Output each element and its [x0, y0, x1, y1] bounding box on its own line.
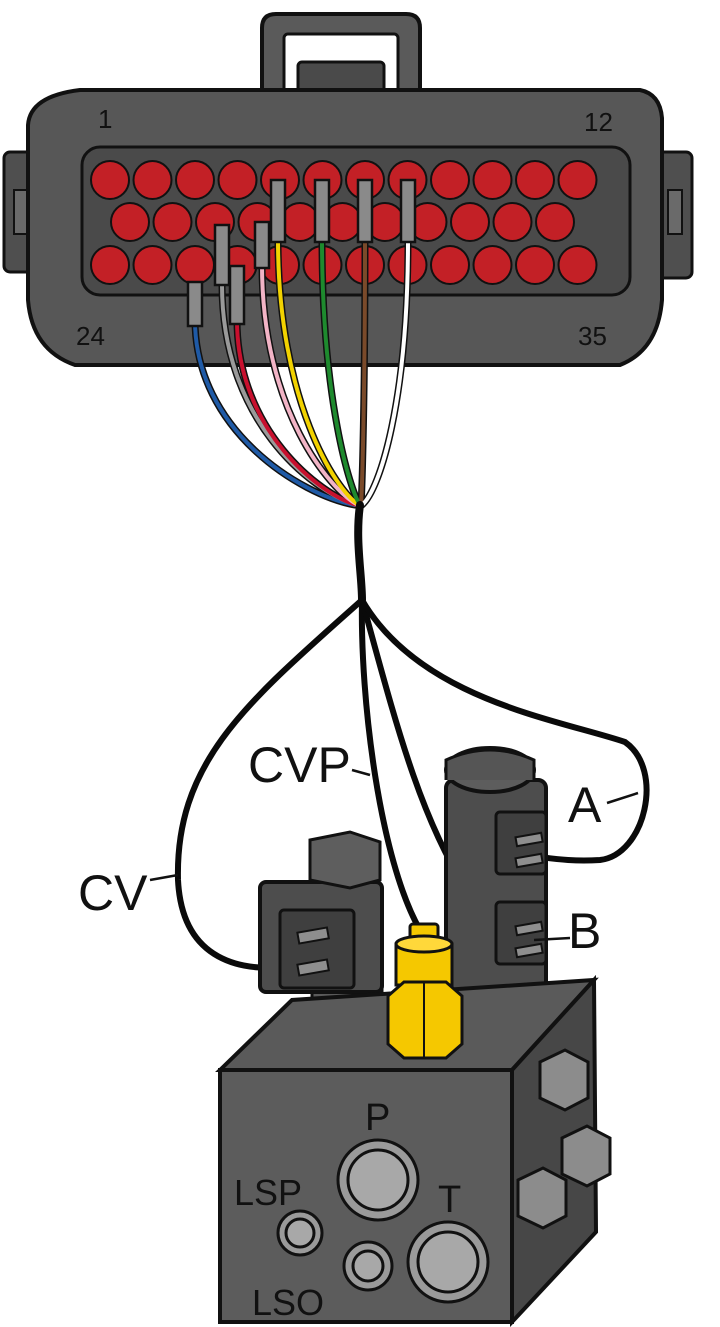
pin-2	[132, 160, 173, 200]
terminal-pink	[253, 220, 271, 270]
port-label-t: T	[438, 1179, 461, 1221]
terminal-white	[399, 178, 417, 244]
terminal-red	[228, 264, 246, 326]
pin-17	[280, 202, 320, 242]
wire-yellow	[276, 238, 361, 507]
port-t-inner	[416, 1230, 480, 1294]
pin-1	[90, 160, 130, 200]
pin-21	[450, 202, 490, 242]
solenoid-cv-top-nut	[308, 830, 382, 890]
coil-b-pin-2	[514, 942, 544, 959]
pin-26	[175, 245, 215, 285]
terminal-green	[313, 178, 331, 244]
pin-9	[430, 160, 470, 200]
pin-32	[430, 245, 470, 285]
label-a: A	[568, 777, 602, 833]
pin-label-35: 35	[578, 321, 607, 351]
coil-a-pin-1	[514, 831, 544, 848]
terminals	[186, 178, 417, 328]
harness-trunk	[354, 501, 366, 604]
wire-pink	[260, 263, 360, 507]
port-lso-inner	[351, 1249, 385, 1283]
wire-green	[320, 238, 362, 507]
pin-13	[110, 202, 150, 242]
pin-label-1: 1	[98, 104, 112, 134]
pin-34	[515, 245, 555, 285]
coil-cv-pin-2	[296, 958, 330, 977]
pin-label-12: 12	[584, 107, 613, 137]
wire-red	[235, 318, 359, 507]
port-label-lsp: LSP	[234, 1172, 302, 1213]
pin-3	[175, 160, 215, 200]
pin-23	[535, 202, 575, 242]
pin-22	[492, 202, 533, 242]
colored-wires	[191, 236, 412, 509]
terminal-gray	[213, 223, 231, 287]
label-leaders	[149, 768, 639, 942]
pressure-sensor	[386, 922, 464, 1060]
pin-4	[217, 160, 258, 200]
label-cvp: CVP	[248, 737, 351, 793]
coil-b-pin-1	[514, 920, 544, 937]
terminal-blue	[186, 280, 204, 328]
wire-brown	[359, 238, 367, 507]
left-latch-slot	[13, 189, 29, 235]
connector: 1 12 24 35	[2, 12, 694, 367]
terminal-brown	[356, 178, 374, 244]
pin-label-24: 24	[76, 321, 105, 351]
cable-cv	[174, 597, 365, 971]
port-label-p: P	[365, 1097, 390, 1139]
port-p-inner	[346, 1148, 410, 1212]
pin-grid	[90, 160, 598, 285]
pin-14	[152, 202, 193, 242]
port-label-lso: LSO	[252, 1282, 324, 1323]
pin-10	[472, 160, 513, 200]
coil-a-pin-2	[514, 852, 544, 869]
side-plugs	[516, 1048, 612, 1230]
coil-cv-socket	[278, 908, 356, 990]
terminal-yellow	[269, 178, 287, 244]
wire-white	[360, 238, 410, 507]
label-cv: CV	[78, 865, 148, 921]
side-plug-3	[516, 1166, 568, 1230]
cable-cvp	[358, 597, 423, 933]
pin-24	[90, 245, 130, 285]
pin-35	[557, 245, 598, 285]
cable-a	[359, 597, 650, 864]
right-latch-slot	[667, 189, 683, 235]
solenoid-ab	[444, 746, 548, 1022]
label-b: B	[568, 903, 601, 959]
pin-11	[515, 160, 555, 200]
side-plug-2	[560, 1124, 612, 1188]
port-lsp-inner	[284, 1217, 316, 1249]
coil-cv-pin-1	[296, 926, 330, 945]
pin-33	[472, 245, 513, 285]
side-plug-1	[538, 1048, 590, 1112]
wire-blue	[193, 318, 357, 507]
pin-25	[132, 245, 173, 285]
pin-12	[557, 160, 598, 200]
